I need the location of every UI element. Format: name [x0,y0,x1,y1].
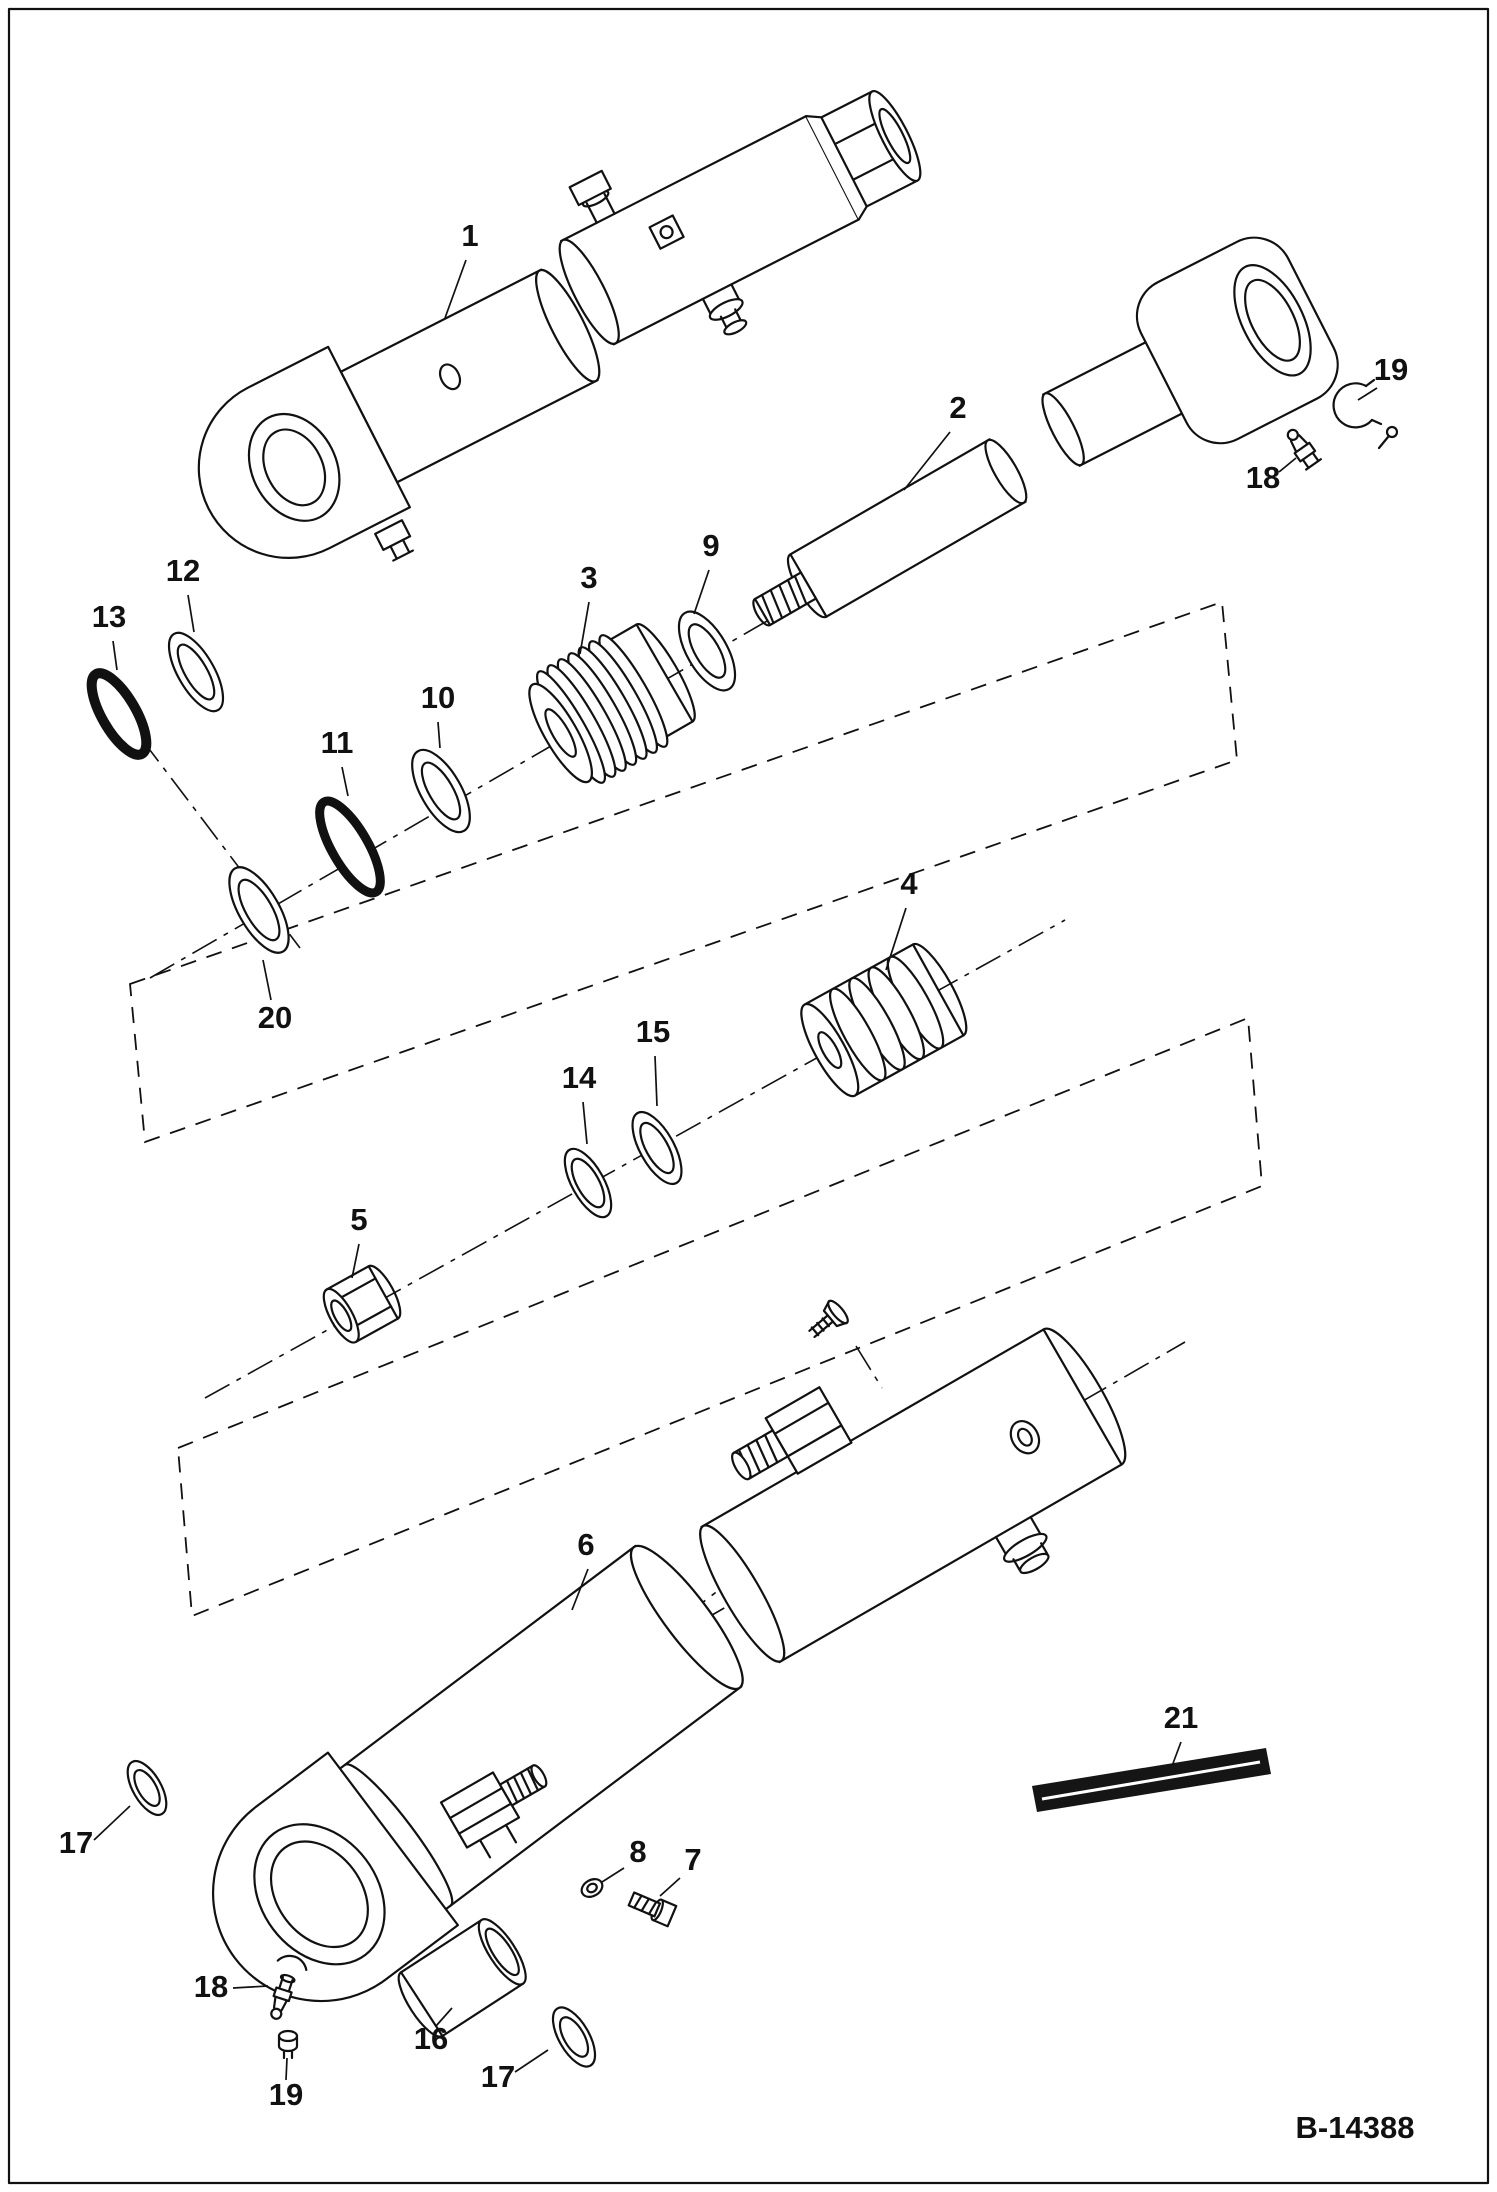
leader-18-lower [232,1985,269,1989]
part-5-lock-nut [322,1264,402,1344]
callout-15: 15 [636,1014,670,1049]
part-10-seal [411,748,471,834]
part-1-clevis-tube [197,268,601,562]
leader-7 [659,1877,681,1897]
callout-18-lower: 18 [194,1969,228,2004]
leader-15 [654,1055,658,1107]
callout-4: 4 [900,866,918,901]
leader-19-lower [285,2057,288,2081]
part-6-head-tube [699,1327,1127,1664]
part-15-ring [631,1110,683,1186]
part-3-gland [528,622,696,784]
leader-1 [444,259,467,319]
callout-16: 16 [414,2021,448,2056]
part-12-ring [167,631,225,713]
leader-21 [1171,1741,1182,1767]
callout-10: 10 [421,680,455,715]
leader-12 [187,594,195,633]
part-2-rod-shaft [752,438,1028,627]
part-18-grease-fitting-lower [270,1954,308,2020]
callout-17-left: 17 [59,1825,93,1860]
leader-16 [435,2007,453,2027]
callout-20: 20 [258,1000,292,1035]
part-17-oring-left [126,1759,168,1817]
leader-3 [579,601,590,655]
part-19-clip-upper [1332,378,1399,450]
callout-13: 13 [92,599,126,634]
callouts: 1 2 3 9 12 13 10 11 20 4 15 14 5 6 21 17 [59,218,1408,2112]
callout-6: 6 [577,1527,594,1562]
leader-10 [437,721,441,749]
callout-12: 12 [166,553,200,588]
rod-eye-casting [1041,236,1339,467]
part-6-barrel [211,1544,744,2003]
leader-11 [341,766,349,797]
leader-2 [903,431,951,491]
part-4-piston [800,942,968,1098]
leader-9 [693,569,710,615]
callout-17-right: 17 [481,2059,515,2094]
centerline-head-tube [699,1341,1186,1623]
callout-1: 1 [461,218,478,253]
callout-11: 11 [321,725,354,760]
callout-14: 14 [562,1060,597,1095]
part-18-grease-fitting-upper [1286,428,1322,471]
reference-panel-lower [177,1016,1263,1618]
callout-19-lower: 19 [269,2077,303,2112]
reference-panel-upper [129,600,1238,1144]
leader-5 [351,1243,360,1279]
leader-17-right [514,2049,549,2073]
leader-18-upper [1278,457,1297,473]
part-7-screw [627,1891,678,1928]
callout-3: 3 [580,560,597,595]
part-19-cap-lower [277,2029,299,2060]
callout-2: 2 [949,390,966,425]
part-17-oring-right [551,2006,597,2068]
screw-assembly-line [855,1345,883,1389]
leader-17-left [93,1805,131,1841]
leader-8 [601,1867,625,1883]
part-21-decal [1032,1748,1271,1812]
callout-5: 5 [350,1202,367,1237]
part-1-upper-tube [558,89,922,346]
leader-19-upper [1357,387,1378,401]
part-20-ring [228,866,290,954]
part-11-oring [315,796,385,898]
part-16-bushing [397,1918,527,2038]
part-14-ring [563,1147,613,1219]
barrel-elbow-fitting [439,1764,548,1859]
callout-7: 7 [684,1842,701,1877]
figure-id: B-14388 [1296,2110,1415,2145]
leader-20 [262,959,272,1001]
callout-18-upper: 18 [1246,460,1280,495]
leader-14 [582,1101,588,1145]
callout-9: 9 [702,528,719,563]
elbow-screw [808,1299,849,1339]
part-9-seal [677,610,737,692]
part-8-washer [580,1878,604,1898]
callout-21: 21 [1164,1700,1198,1735]
callout-8: 8 [629,1834,646,1869]
leader-6 [571,1568,589,1611]
callout-19-upper: 19 [1374,352,1408,387]
leader-13 [112,640,118,671]
part-13-oring [86,668,152,760]
leader-4 [885,907,907,971]
page-border [7,7,1490,2185]
